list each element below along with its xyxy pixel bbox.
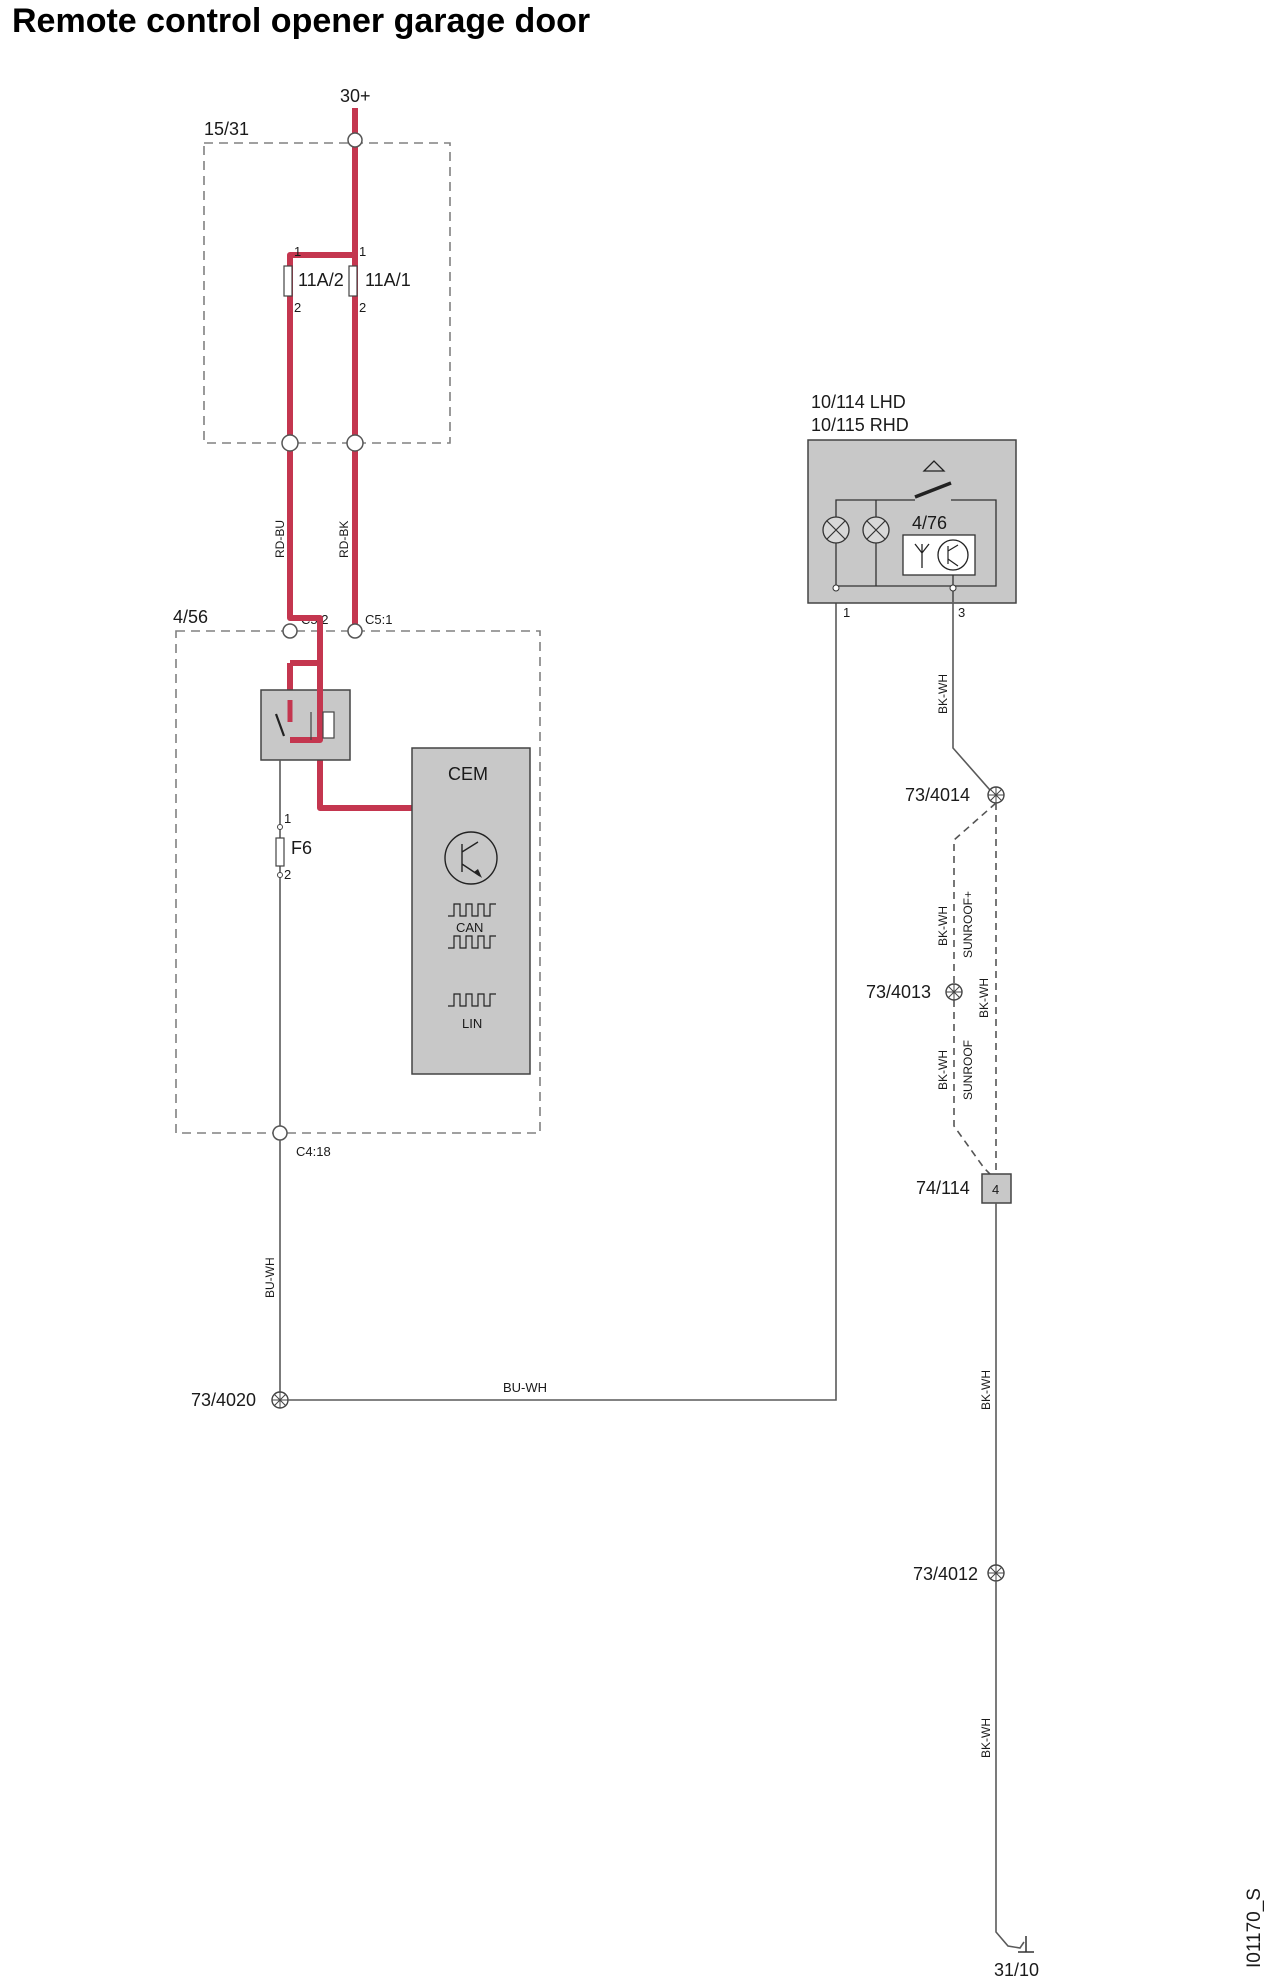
- fusebox-node-a: [281, 434, 299, 452]
- fusebox-outline: [203, 142, 451, 444]
- transistor-icon: [444, 831, 498, 885]
- fuse-11a2-pin2: 2: [294, 300, 301, 315]
- warning-triangle-icon: [922, 460, 946, 472]
- splice-4020-label: 73/4020: [191, 1390, 256, 1410]
- fuse-11a1-icon: [348, 265, 358, 297]
- mirror-switch-icon: [914, 481, 952, 499]
- relay-coil-wire: [290, 615, 323, 743]
- connector-74-114-label: 74/114: [916, 1178, 970, 1198]
- fuse-f6-pin2: 2: [284, 867, 291, 882]
- mirror-pin3-label: 3: [958, 605, 965, 620]
- fuse-11a2-label: 11A/2: [298, 270, 344, 290]
- ground-icon: [1018, 1936, 1034, 1953]
- cem-module: [411, 747, 531, 1075]
- mirror-rhd-label: 10/115 RHD: [811, 415, 909, 435]
- diagram-id: I01170_S: [1244, 1888, 1265, 1968]
- wire-bk-wh-bottom: [995, 1581, 1025, 1949]
- supply-wire-rd-bu-branch: [287, 252, 355, 443]
- splice-4012-label: 73/4012: [913, 1564, 978, 1584]
- conn-c5-1-node: [347, 623, 363, 639]
- wire-label-rd-bk: RD-BK: [337, 521, 351, 558]
- fuse-f6-label: F6: [291, 838, 312, 858]
- wire-label-bu-wh-horizontal: BU-WH: [503, 1380, 547, 1395]
- splice-4013-icon: [945, 983, 963, 1001]
- wire-label-bk-wh-right: BK-WH: [977, 978, 991, 1018]
- connector-74-114: [981, 1173, 1012, 1204]
- wire-label-bk-wh-sunroof-plus: BK-WH: [936, 906, 950, 946]
- mirror-lhd-label: 10/114 LHD: [811, 392, 906, 412]
- relay: [260, 689, 351, 761]
- fuse-11a2-icon: [283, 265, 293, 297]
- transmitter-module: [902, 534, 976, 576]
- sunroof-plus-label: SUNROOF+: [961, 891, 975, 958]
- splice-4014-label: 73/4014: [905, 785, 970, 805]
- f6-pin2-dot: [277, 872, 283, 878]
- wire-label-bk-wh-top: BK-WH: [936, 674, 950, 714]
- wire-bu-wh-horizontal: [288, 602, 837, 1401]
- fuse-11a2-pin1: 1: [294, 244, 301, 259]
- splice-4014-icon: [987, 786, 1005, 804]
- mirror-pin1-dot: [832, 584, 840, 592]
- f6-pin1-dot: [277, 824, 283, 830]
- wire-bk-wh-top: [952, 603, 997, 796]
- fuse-f6-icon: [275, 837, 285, 867]
- diagram-title: Remote control opener garage door: [12, 2, 591, 40]
- splice-4013-label: 73/4013: [866, 982, 931, 1002]
- wire-label-bk-wh-middle: BK-WH: [979, 1370, 993, 1410]
- can-label: CAN: [456, 920, 483, 935]
- fuse-11a1-pin1: 1: [359, 244, 366, 259]
- mirror-pin1-label: 1: [843, 605, 850, 620]
- sunroof-label: SUNROOF: [961, 1040, 975, 1100]
- wire-label-rd-bu: RD-BU: [273, 520, 287, 558]
- fuse-11a1-label: 11A/1: [365, 270, 411, 290]
- can-signal-icon: [448, 903, 496, 949]
- relay-switch-icon: [274, 713, 286, 737]
- fuse-f6-pin1: 1: [284, 811, 291, 826]
- fusebox-label: 15/31: [204, 119, 249, 139]
- lin-signal-icon: [448, 993, 496, 1007]
- antenna-icon: [914, 543, 930, 568]
- lamp-icon: [822, 516, 890, 544]
- module-label: 4/56: [173, 607, 208, 627]
- lin-label: LIN: [462, 1016, 482, 1031]
- conn-c5-2-node: [282, 623, 298, 639]
- conn-c5-1-label: C5:1: [365, 612, 392, 627]
- wire-label-bu-wh-vertical: BU-WH: [263, 1257, 277, 1298]
- mirror-internal-wire-b: [836, 499, 997, 587]
- ground-label: 31/10: [994, 1960, 1039, 1980]
- connector-74-114-pin: 4: [992, 1182, 999, 1197]
- mirror-internal-wire-a: [835, 499, 915, 586]
- transmitter-transistor-icon: [937, 539, 969, 571]
- supply-node: [347, 132, 363, 148]
- conn-c4-18-label: C4:18: [296, 1144, 331, 1159]
- sunroof-dashed-left: [953, 802, 997, 1181]
- relay-coil-icon: [322, 711, 335, 739]
- transmitter-label: 4/76: [912, 513, 947, 533]
- mirror-pin3-dot: [949, 584, 957, 592]
- splice-4020-icon: [271, 1391, 289, 1409]
- fusebox-node-b: [346, 434, 364, 452]
- splice-4012-icon: [987, 1564, 1005, 1582]
- supply-label: 30+: [340, 86, 371, 106]
- wire-label-bk-wh-sunroof: BK-WH: [936, 1050, 950, 1090]
- cem-label: CEM: [448, 764, 488, 784]
- wire-rd-bu: [287, 443, 298, 621]
- conn-c4-18-node: [272, 1125, 288, 1141]
- fuse-11a1-pin2: 2: [359, 300, 366, 315]
- wire-label-bk-wh-bottom: BK-WH: [979, 1718, 993, 1758]
